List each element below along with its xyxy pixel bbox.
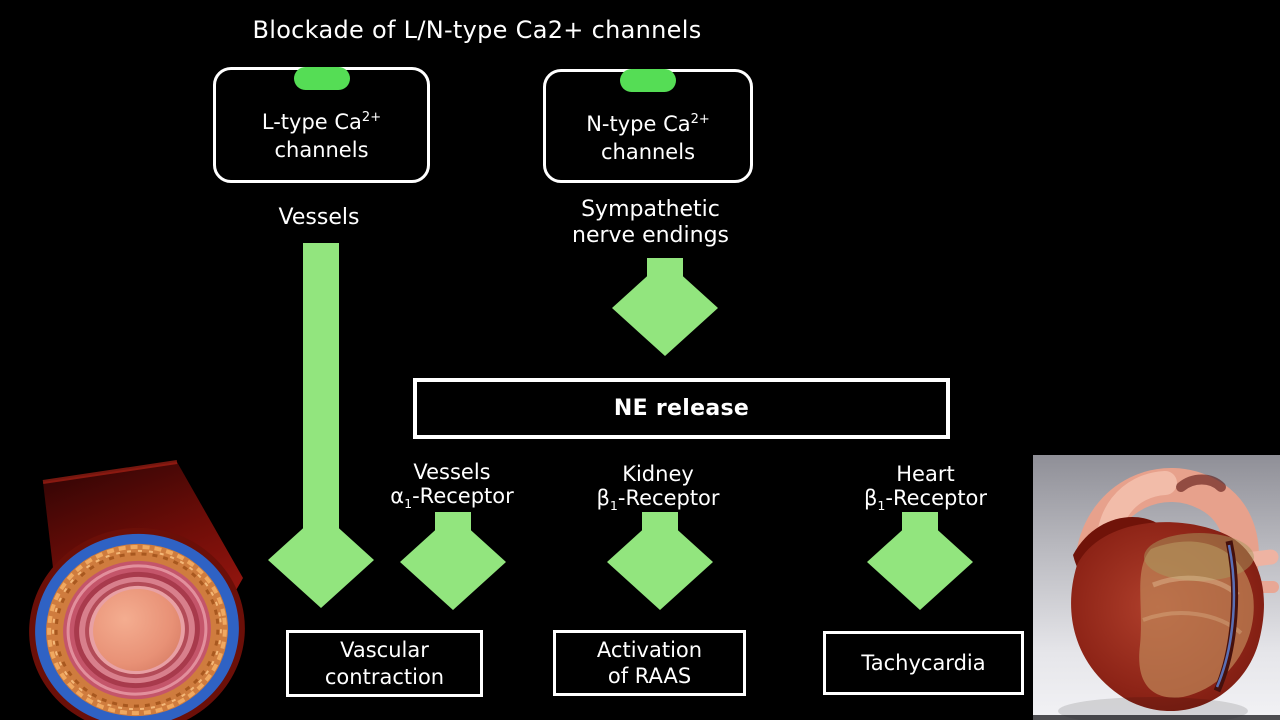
kidney-receptor-organ: Kidney <box>622 462 694 486</box>
n-type-line2: channels <box>600 139 696 164</box>
n-type-line1: N-type Ca <box>586 112 691 136</box>
n-type-channel-label: N-type Ca2+ channels <box>546 111 750 166</box>
raas-activation-box: Activation of RAAS <box>553 630 746 696</box>
image-bottom-edge <box>1033 715 1280 720</box>
kidney-receptor-label: Kidney β1-Receptor <box>568 462 748 513</box>
page-title: Blockade of L/N-type Ca2+ channels <box>252 16 702 44</box>
beta-subscript-heart: 1 <box>877 497 886 513</box>
heart-receptor-label: Heart β1-Receptor <box>833 462 1018 513</box>
n-type-superscript: 2+ <box>690 112 710 127</box>
vessels-receptor-label: Vessels α1-Receptor <box>362 460 542 511</box>
heart-receptor-suffix: -Receptor <box>885 485 988 510</box>
ne-release-box: NE release <box>413 378 950 439</box>
vascular-line1: Vascular <box>340 638 429 663</box>
n-type-blocker-pill-icon <box>620 69 676 92</box>
alpha1-down-arrow-icon <box>400 512 506 610</box>
alpha-subscript: 1 <box>404 495 413 511</box>
vessels-receptor-organ: Vessels <box>413 460 491 484</box>
vascular-contraction-box: Vascular contraction <box>286 630 483 697</box>
sympathetic-line2: nerve endings <box>572 222 729 248</box>
raas-line2: of RAAS <box>607 664 692 688</box>
l-type-line1: L-type Ca <box>261 110 362 134</box>
l-type-line2: channels <box>274 137 369 162</box>
sympathetic-line1: Sympathetic <box>581 197 720 222</box>
beta-subscript-kidney: 1 <box>609 497 618 513</box>
heart-receptor-organ: Heart <box>896 462 955 486</box>
vessels-branch-label: Vessels <box>278 205 360 230</box>
tachycardia-box: Tachycardia <box>823 631 1024 695</box>
l-type-channel-box: L-type Ca2+ channels <box>213 67 430 183</box>
kidney-down-arrow-icon <box>607 512 713 610</box>
beta-letter-heart: β <box>863 485 878 510</box>
n-type-channel-box: N-type Ca2+ channels <box>543 69 753 183</box>
sympathetic-down-arrow-icon <box>612 258 718 356</box>
raas-line1: Activation <box>596 637 703 662</box>
l-type-blocker-pill-icon <box>293 67 350 90</box>
vascular-line2: contraction <box>324 664 445 689</box>
heart-image <box>1033 455 1280 720</box>
blood-vessel-image <box>5 460 260 720</box>
vessels-down-arrow-icon <box>268 243 374 608</box>
kidney-receptor-suffix: -Receptor <box>617 485 720 510</box>
tachycardia-label: Tachycardia <box>861 650 986 675</box>
ne-release-label: NE release <box>613 396 750 421</box>
beta-letter-kidney: β <box>596 485 610 510</box>
vessels-receptor-suffix: -Receptor <box>412 483 514 508</box>
alpha-letter: α <box>390 483 405 508</box>
sympathetic-branch-label: Sympathetic nerve endings <box>528 197 773 249</box>
heart-down-arrow-icon <box>867 512 973 610</box>
l-type-superscript: 2+ <box>361 110 382 125</box>
l-type-channel-label: L-type Ca2+ channels <box>216 109 427 164</box>
